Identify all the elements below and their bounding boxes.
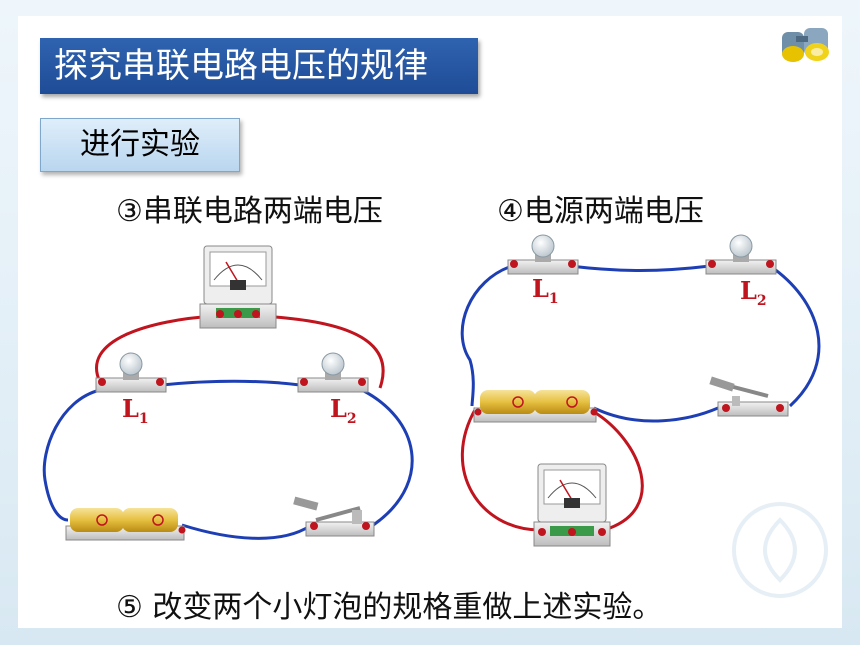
step4-caption: ④电源两端电压 [497,194,704,229]
step3-caption: ③串联电路两端电压 [116,194,383,229]
bulb-icon [507,234,579,275]
bulb-icon [705,234,777,275]
left-bulb2-label: L2 [330,394,357,427]
battery-icon [65,508,186,541]
left-circuit [42,245,414,541]
voltmeter-icon [199,245,277,329]
battery-icon [473,390,598,423]
switch-icon [709,376,789,417]
right-circuit [460,234,821,547]
voltmeter-icon [533,463,611,547]
right-bulb1-label: L1 [532,274,559,307]
section-heading: 进行实验 [40,118,240,172]
step5-note: ⑤ 改变两个小灯泡的规格重做上述实验。 [116,590,663,625]
left-bulb1-label: L1 [122,394,149,427]
switch-icon [293,496,375,537]
bulb-icon [95,352,167,393]
slide-title: 探究串联电路电压的规律 [40,38,478,94]
watermark-logo [732,502,828,598]
bulb-icon [297,352,369,393]
right-bulb2-label: L2 [740,276,767,309]
